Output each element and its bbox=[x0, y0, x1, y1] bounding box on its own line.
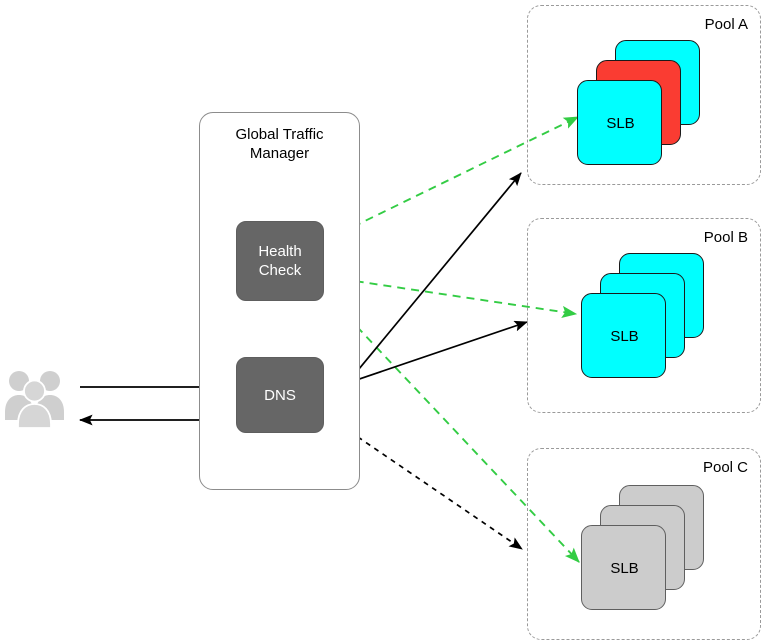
connection-dns-to-pool-b bbox=[329, 320, 528, 390]
pool-b-slb-front[interactable]: SLB bbox=[581, 293, 666, 378]
pool-a-slb-front[interactable]: SLB bbox=[577, 80, 662, 165]
health-check-node[interactable]: Health Check bbox=[236, 221, 324, 301]
pool-b-container: Pool B bbox=[527, 218, 761, 413]
connection-dns-to-pool-a bbox=[329, 172, 522, 405]
gtm-title-line-2: Manager bbox=[249, 145, 310, 162]
pool-c-slb-label: SLB bbox=[610, 560, 639, 577]
dns-label: DNS bbox=[264, 386, 296, 404]
pool-a-slb-label: SLB bbox=[606, 115, 635, 132]
pool-c-slb-front[interactable]: SLB bbox=[581, 525, 666, 610]
pool-b-slb-label: SLB bbox=[610, 328, 639, 345]
pool-a-container: Pool A bbox=[527, 5, 761, 185]
pool-c-container: Pool C bbox=[527, 448, 761, 640]
connection-hc-to-pool-a bbox=[327, 116, 580, 240]
pool-a-label: Pool A bbox=[704, 16, 748, 33]
global-traffic-manager-container bbox=[199, 112, 360, 490]
gtm-title-line-1: Global Traffic bbox=[235, 126, 324, 143]
connection-dns-to-pool-c bbox=[332, 419, 523, 550]
pool-b-server-stack: SLB bbox=[581, 253, 706, 381]
pool-c-label: Pool C bbox=[702, 459, 748, 476]
pool-a-server-stack: SLB bbox=[577, 40, 702, 168]
dns-node[interactable]: DNS bbox=[236, 357, 324, 433]
global-traffic-manager-title: Global Traffic Manager bbox=[199, 125, 360, 163]
pool-b-label: Pool B bbox=[703, 229, 748, 246]
health-check-label-line-2: Check bbox=[258, 262, 302, 279]
pool-c-server-stack: SLB bbox=[581, 485, 706, 613]
health-check-label-line-1: Health bbox=[258, 243, 302, 260]
users-group-icon bbox=[5, 371, 64, 428]
connection-hc-to-pool-c bbox=[327, 295, 580, 563]
